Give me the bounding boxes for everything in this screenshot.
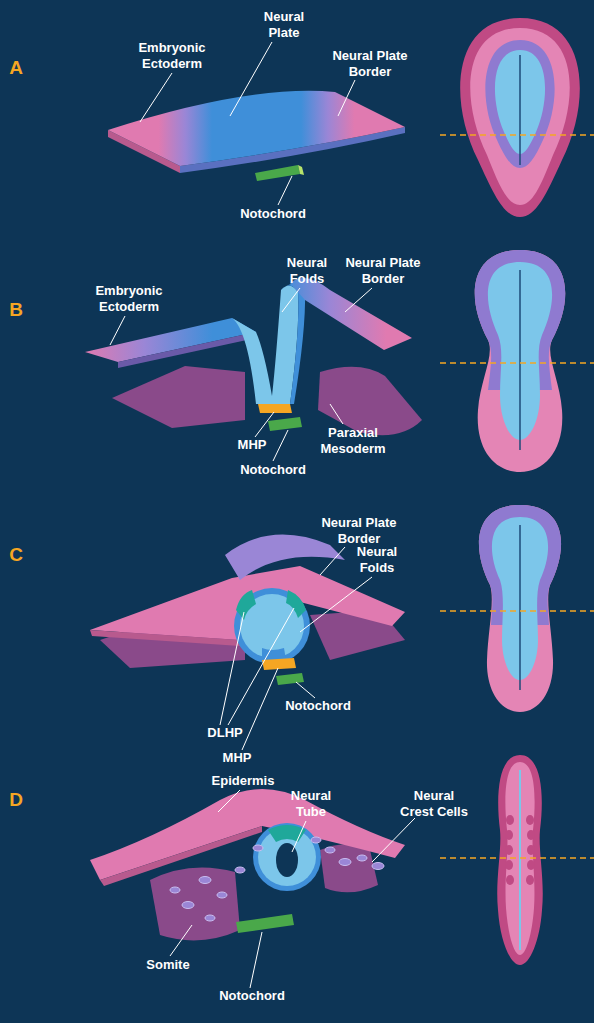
panel-letter: B	[9, 302, 23, 318]
leader-lines	[110, 42, 415, 988]
part-label: MHP	[238, 437, 267, 453]
part-label: Neural Plate Border	[316, 515, 402, 547]
part-label: DLHP	[207, 725, 242, 741]
panel-b-drawing	[85, 250, 594, 472]
part-label: MHP	[223, 750, 252, 766]
panel-a-drawing	[108, 18, 594, 217]
part-label: Neural Plate Border	[327, 48, 413, 80]
part-label: Neural Folds	[350, 544, 405, 576]
part-label: Notochord	[240, 462, 306, 478]
part-label: Neural Folds	[280, 255, 335, 287]
panel-letter: D	[9, 792, 23, 808]
part-label: Embryonic Ectoderm	[133, 40, 211, 72]
part-label: Neural Plate	[257, 9, 312, 41]
panel-letter: A	[9, 60, 23, 76]
part-label: Epidermis	[212, 773, 275, 789]
part-label: Neural Plate Border	[340, 255, 426, 287]
panel-d-drawing	[90, 755, 594, 965]
part-label: Embryonic Ectoderm	[90, 283, 168, 315]
part-label: Neural Tube	[284, 788, 339, 820]
panel-letter: C	[9, 547, 23, 563]
part-label: Notochord	[240, 206, 306, 222]
part-label: Notochord	[285, 698, 351, 714]
part-label: Somite	[146, 957, 189, 973]
panel-c-drawing	[90, 505, 594, 712]
part-label: Paraxial Mesoderm	[317, 425, 389, 457]
part-label: Neural Crest Cells	[397, 788, 471, 820]
part-label: Notochord	[219, 988, 285, 1004]
